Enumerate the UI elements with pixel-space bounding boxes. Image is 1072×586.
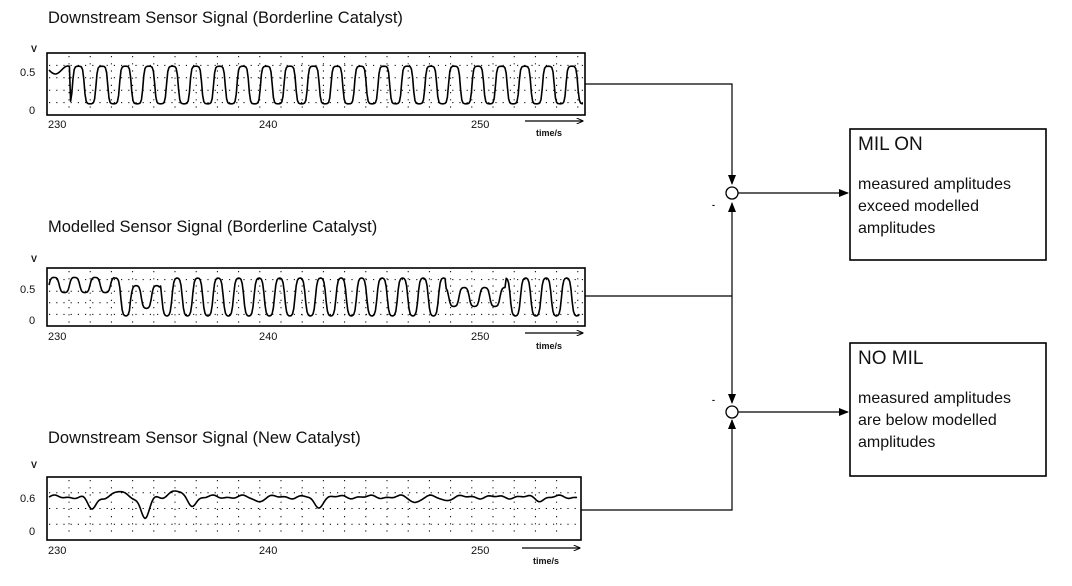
- result-text-line: amplitudes: [858, 434, 935, 451]
- result-box-frame: [849, 342, 1047, 477]
- y-unit-label: V: [31, 460, 37, 470]
- panel-downstream-borderline: Downstream Sensor Signal (Borderline Cat…: [20, 9, 586, 138]
- result-title: NO MIL: [858, 348, 923, 369]
- x-tick-label: 230: [48, 119, 66, 131]
- panel-downstream-new: Downstream Sensor Signal (New Catalyst) …: [20, 429, 582, 566]
- plot-frame: [46, 476, 582, 541]
- result-text-line: amplitudes: [858, 220, 935, 237]
- result-box-mil-on: MIL ON measured amplitudes exceed modell…: [849, 128, 1047, 261]
- minus-sign: -: [712, 395, 715, 405]
- y-unit-label: V: [31, 254, 37, 264]
- minus-sign: -: [712, 200, 715, 210]
- y-tick-label: 0: [29, 526, 35, 538]
- result-text-line: are below modelled: [858, 412, 997, 429]
- dotted-grid: [49, 271, 583, 323]
- y-tick-label: 0.5: [20, 67, 35, 79]
- time-axis-label: time/s: [536, 128, 562, 138]
- panel-modelled-borderline: Modelled Sensor Signal (Borderline Catal…: [20, 218, 586, 351]
- signal-trace: [48, 65, 584, 105]
- new-catalyst-signal-line: [581, 419, 736, 511]
- panel-title: Modelled Sensor Signal (Borderline Catal…: [48, 218, 377, 236]
- x-tick-label: 240: [259, 545, 277, 557]
- y-unit-label: V: [31, 44, 37, 54]
- x-tick-label: 230: [48, 331, 66, 343]
- signal-trace: [48, 276, 581, 317]
- result-text-line: exceed modelled: [858, 198, 979, 215]
- time-axis-label: time/s: [533, 556, 559, 566]
- plot-frame: [46, 267, 586, 327]
- panel-title: Downstream Sensor Signal (New Catalyst): [48, 429, 361, 447]
- x-tick-label: 240: [259, 331, 277, 343]
- y-tick-label: 0: [29, 315, 35, 327]
- result-title: MIL ON: [858, 134, 923, 155]
- result-box-frame: [849, 128, 1047, 261]
- plot-frame: [46, 52, 586, 116]
- comparator-top: [725, 186, 739, 200]
- x-tick-label: 250: [471, 119, 489, 131]
- y-tick-label: 0: [29, 105, 35, 117]
- result-text-line: measured amplitudes: [858, 176, 1011, 193]
- x-tick-label: 250: [471, 331, 489, 343]
- comparator-bottom: [725, 405, 739, 419]
- panel-title: Downstream Sensor Signal (Borderline Cat…: [48, 9, 403, 27]
- signal-trace: [48, 490, 578, 520]
- result-box-no-mil: NO MIL measured amplitudes are below mod…: [849, 342, 1047, 477]
- x-tick-label: 240: [259, 119, 277, 131]
- y-tick-label: 0.5: [20, 284, 35, 296]
- dotted-grid: [49, 480, 579, 537]
- x-tick-label: 230: [48, 545, 66, 557]
- connector-lines: - -: [581, 83, 849, 511]
- y-tick-label: 0.6: [20, 493, 35, 505]
- time-axis-label: time/s: [536, 341, 562, 351]
- result-text-line: measured amplitudes: [858, 390, 1011, 407]
- x-tick-label: 250: [471, 545, 489, 557]
- measured-signal-line: [585, 83, 736, 185]
- dotted-grid: [49, 56, 583, 112]
